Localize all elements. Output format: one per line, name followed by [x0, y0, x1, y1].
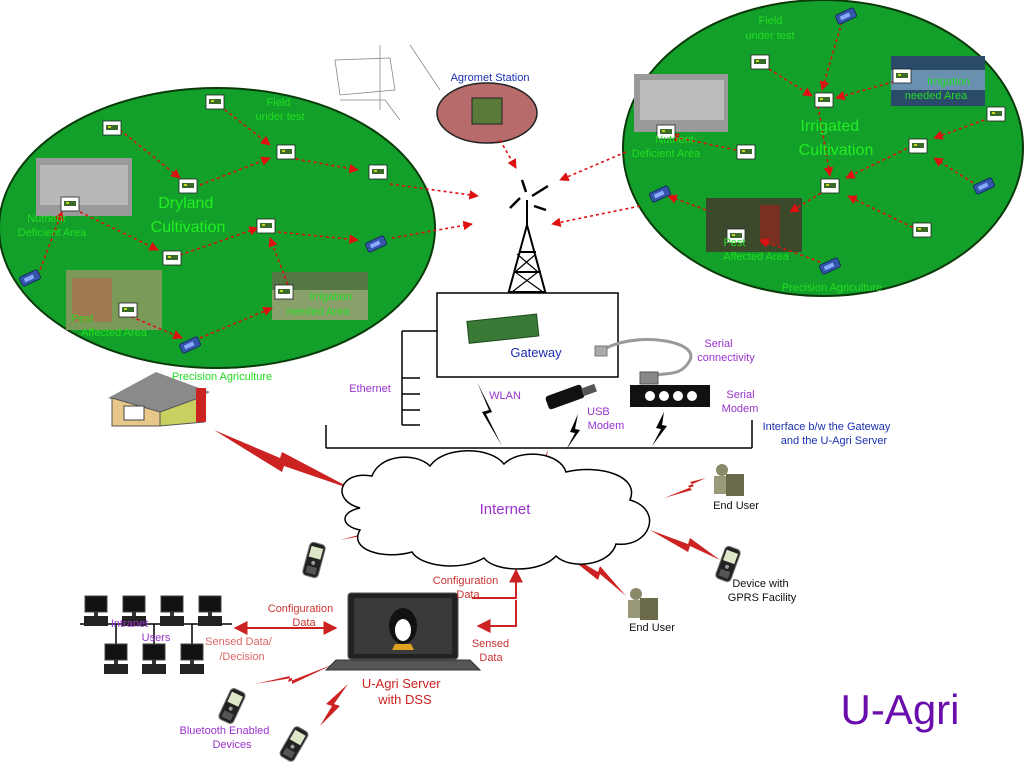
dryland-pest-label: Pest Affected Area: [71, 313, 147, 339]
bluetooth-label: Bluetooth Enabled Devices: [180, 725, 273, 751]
internet-cloud: Internet: [341, 450, 651, 570]
agromet-label: Agromet Station: [451, 72, 530, 84]
mobile-phone-icon: [301, 541, 327, 579]
wlan-label: WLAN: [489, 390, 521, 402]
irrigated-arrows: [667, 21, 991, 263]
sensor-icon: [736, 144, 756, 160]
gateway-label: Gateway: [510, 345, 562, 360]
sensor-icon: [986, 106, 1006, 122]
end-user-icon: [714, 464, 744, 496]
field-to-tower-arrows: [389, 151, 641, 239]
bluetooth-phone-icon: [278, 724, 310, 764]
server-label: U-Agri Server with DSS: [362, 676, 444, 707]
end-user-1-label: End User: [713, 500, 759, 512]
computer-icon: [141, 643, 167, 675]
sensor-icon: [256, 218, 276, 234]
config-left-label: Configuration Data: [268, 603, 337, 629]
gateway-board-icon: [466, 313, 540, 344]
usb-lightning-icon: [566, 414, 580, 450]
irrigated-title: Irrigated Cultivation: [799, 118, 874, 159]
dryland-precision-label: Precision Agriculture: [172, 371, 272, 383]
dryland-title: Dryland Cultivation: [151, 195, 226, 236]
gprs-label: Device with GPRS Facility: [728, 578, 797, 604]
sensor-icon: [274, 284, 294, 300]
end-user-2-label: End User: [629, 622, 675, 634]
internet-label: Internet: [480, 501, 532, 518]
agromet-station: Agromet Station: [334, 44, 538, 169]
sensed-left-label: Sensed Data/ /Decision: [205, 636, 275, 663]
computer-icon: [197, 595, 223, 627]
ethernet-label: Ethernet: [349, 383, 391, 395]
dryland-nutrient-label: Nutrient Deficient Area: [18, 213, 87, 239]
irrigated-field-label: Field under test: [746, 15, 795, 42]
laptop-server-icon: [324, 592, 482, 671]
usb-modem-label: USB Modem: [587, 406, 624, 432]
sensor-icon: [60, 196, 80, 212]
usb-modem-icon: [545, 383, 597, 410]
server-internet-flows: [472, 568, 523, 633]
agromet-device-icon: [471, 97, 503, 125]
dryland-irrigation-label: Irrigation needed Area: [287, 291, 355, 318]
irrigated-pest-label: Pest Affected Area: [723, 237, 790, 263]
farm-house-icon: [108, 372, 210, 427]
sensor-icon: [205, 94, 225, 110]
pest-photo: [706, 198, 802, 252]
sensed-right-label: Sensed Data: [472, 638, 512, 664]
interface-label: Interface b/w the Gateway and the U-Agri…: [763, 421, 894, 447]
radio-tower-icon: [505, 179, 549, 303]
computer-icon: [83, 595, 109, 627]
serial-connectivity-label: Serial connectivity: [697, 338, 755, 364]
gateway-box[interactable]: Gateway: [436, 292, 619, 378]
irrigated-irrigation-label: Irrigation needed Area: [905, 76, 973, 102]
bluetooth-phone-icon: [217, 686, 247, 726]
sensor-icon: [892, 68, 912, 84]
sensor-icon: [178, 178, 198, 194]
sensor-icon: [118, 302, 138, 318]
intranet-label: Intranet Users: [111, 618, 171, 644]
sensor-icon: [750, 54, 770, 70]
sensor-icon: [814, 92, 834, 108]
sensor-icon: [908, 138, 928, 154]
computer-icon: [159, 595, 185, 627]
serial-modem-icon: [630, 385, 710, 407]
serial-cable-icon: [594, 338, 693, 385]
ethernet-bus: [325, 330, 753, 449]
irrigated-field: Field under test Irrigated Cultivation N…: [622, 0, 1024, 297]
config-top-label: Configuration Data: [433, 575, 502, 601]
sensor-icon: [162, 250, 182, 266]
agromet-chart-sketch: [334, 44, 441, 121]
brand-title: U-Agri: [840, 686, 959, 733]
sensor-icon: [368, 164, 388, 180]
irrigated-precision-label: Precision Agriculture: [782, 282, 882, 294]
computer-icon: [179, 643, 205, 675]
serial-modem-label: Serial Modem: [722, 389, 759, 415]
dryland-arrows: [37, 105, 359, 340]
end-user-icon: [628, 588, 658, 620]
serial-lightning-icon: [652, 412, 667, 446]
sensor-icon: [912, 222, 932, 238]
sensor-icon: [820, 178, 840, 194]
sensor-icon: [102, 120, 122, 136]
dryland-field-label: Field under test: [256, 97, 305, 123]
dryland-field: Field under test Dryland Cultivation Nut…: [0, 87, 436, 369]
computer-icon: [103, 643, 129, 675]
irrigated-nutrient-label: Nutrient Deficient Area: [632, 134, 701, 160]
sensor-icon: [276, 144, 296, 160]
